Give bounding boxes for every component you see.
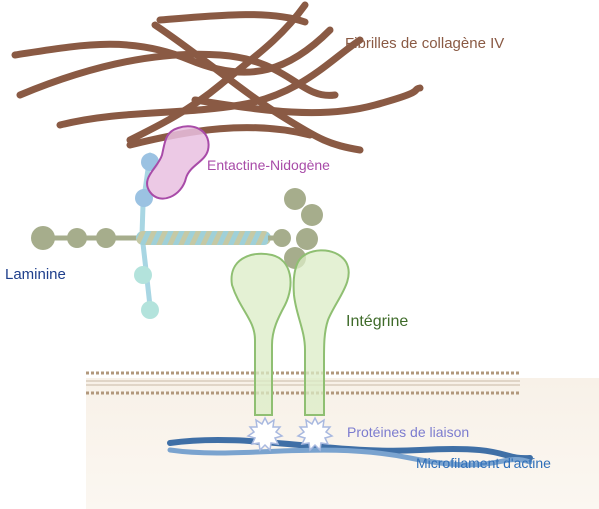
label-proteines-de-liaison: Protéines de liaison [347, 424, 470, 440]
integrin-alpha-subunit [230, 252, 292, 416]
laminin-horizontal-arm [31, 226, 291, 250]
linker-protein [296, 416, 334, 452]
laminin-domain [96, 228, 116, 248]
label-entactine-nidogene: Entactine-Nidogène [207, 157, 330, 173]
label-integrine: Intégrine [346, 313, 409, 330]
laminin-domain [301, 204, 323, 226]
collagen-fibril [191, 84, 424, 117]
collagen-fibril [156, 11, 309, 26]
laminin-domain [284, 188, 306, 210]
laminin-coiled-coil [136, 231, 271, 245]
linker-protein [246, 416, 284, 452]
entactine-nidogene [146, 125, 210, 200]
actin-microfilament [167, 436, 533, 468]
collagen-fibril [11, 26, 334, 76]
label-laminine: Laminine [5, 266, 66, 283]
laminin-domain [67, 228, 87, 248]
plasma-membrane [86, 371, 520, 395]
integrin-receptor [230, 249, 350, 416]
laminin-domain [31, 226, 55, 250]
label-collagen-fibrils: Fibrilles de collagène IV [345, 35, 505, 52]
integrin-beta-subunit [292, 249, 350, 416]
linker-proteins [246, 416, 334, 452]
cytoplasm-region [86, 378, 599, 509]
laminin-domain [273, 229, 291, 247]
laminin-domain [296, 228, 318, 250]
collagen-fibril [126, 1, 309, 144]
label-microfilament-actine: Microfilament d'actine [416, 455, 551, 471]
collagen-fibril [16, 50, 339, 99]
laminin-domain [134, 266, 152, 284]
laminin-domain [141, 301, 159, 319]
collagen-fibril [126, 124, 314, 149]
laminin-domain [135, 189, 153, 207]
collagen-fibrils [11, 1, 424, 154]
